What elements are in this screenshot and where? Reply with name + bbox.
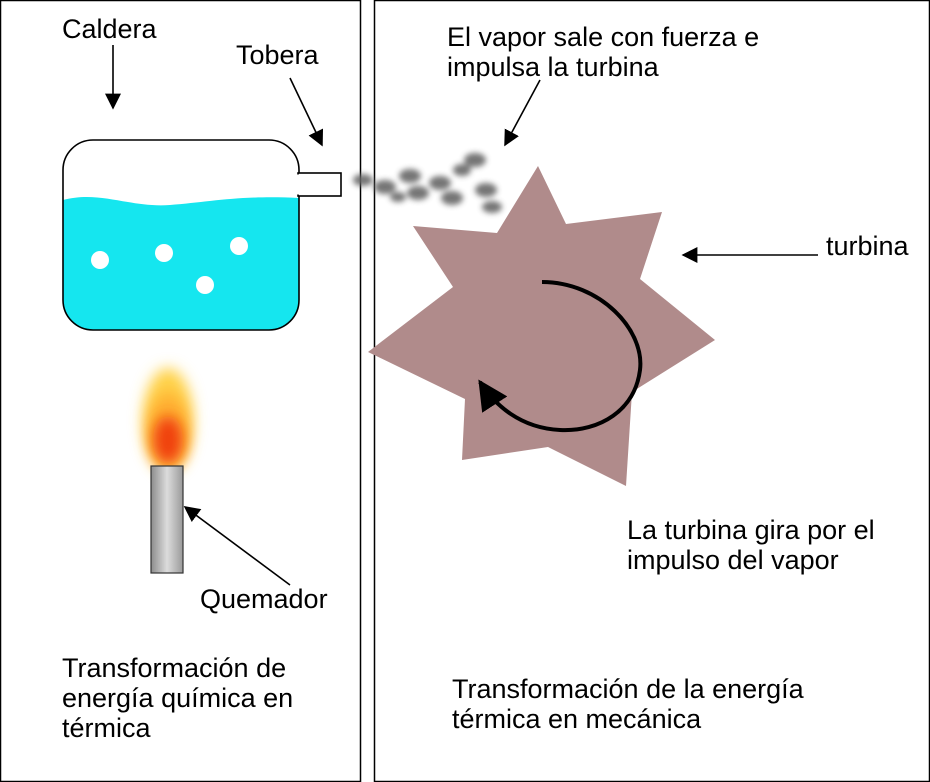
quemador-arrow	[183, 506, 291, 586]
nozzle	[297, 172, 342, 197]
bubble	[230, 237, 248, 255]
bubble	[155, 244, 173, 262]
turbina-label: turbina	[826, 231, 909, 261]
tobera-label: Tobera	[236, 40, 319, 70]
bubble	[196, 276, 214, 294]
boiler-tank	[62, 139, 300, 331]
bubble	[91, 251, 109, 269]
gira-label: La turbina gira por el impulso del vapor	[627, 515, 875, 575]
rotation-arrow	[478, 280, 643, 433]
right-caption: Transformación de la energía térmica en …	[452, 674, 804, 734]
vapor-label: El vapor sale con fuerza e impulsa la tu…	[447, 22, 760, 82]
caldera-label: Caldera	[62, 14, 157, 44]
boiler	[62, 139, 342, 331]
tobera-arrow	[289, 77, 324, 147]
left-caption: Transformación de energía química en tér…	[62, 653, 294, 743]
burner-flame	[143, 368, 193, 472]
quemador-label: Quemador	[200, 584, 328, 614]
turbine-wheel	[368, 166, 715, 486]
steam-puffs	[353, 153, 502, 213]
vapor-arrow	[504, 79, 541, 147]
burner	[150, 465, 184, 574]
boiler-water	[63, 197, 299, 330]
